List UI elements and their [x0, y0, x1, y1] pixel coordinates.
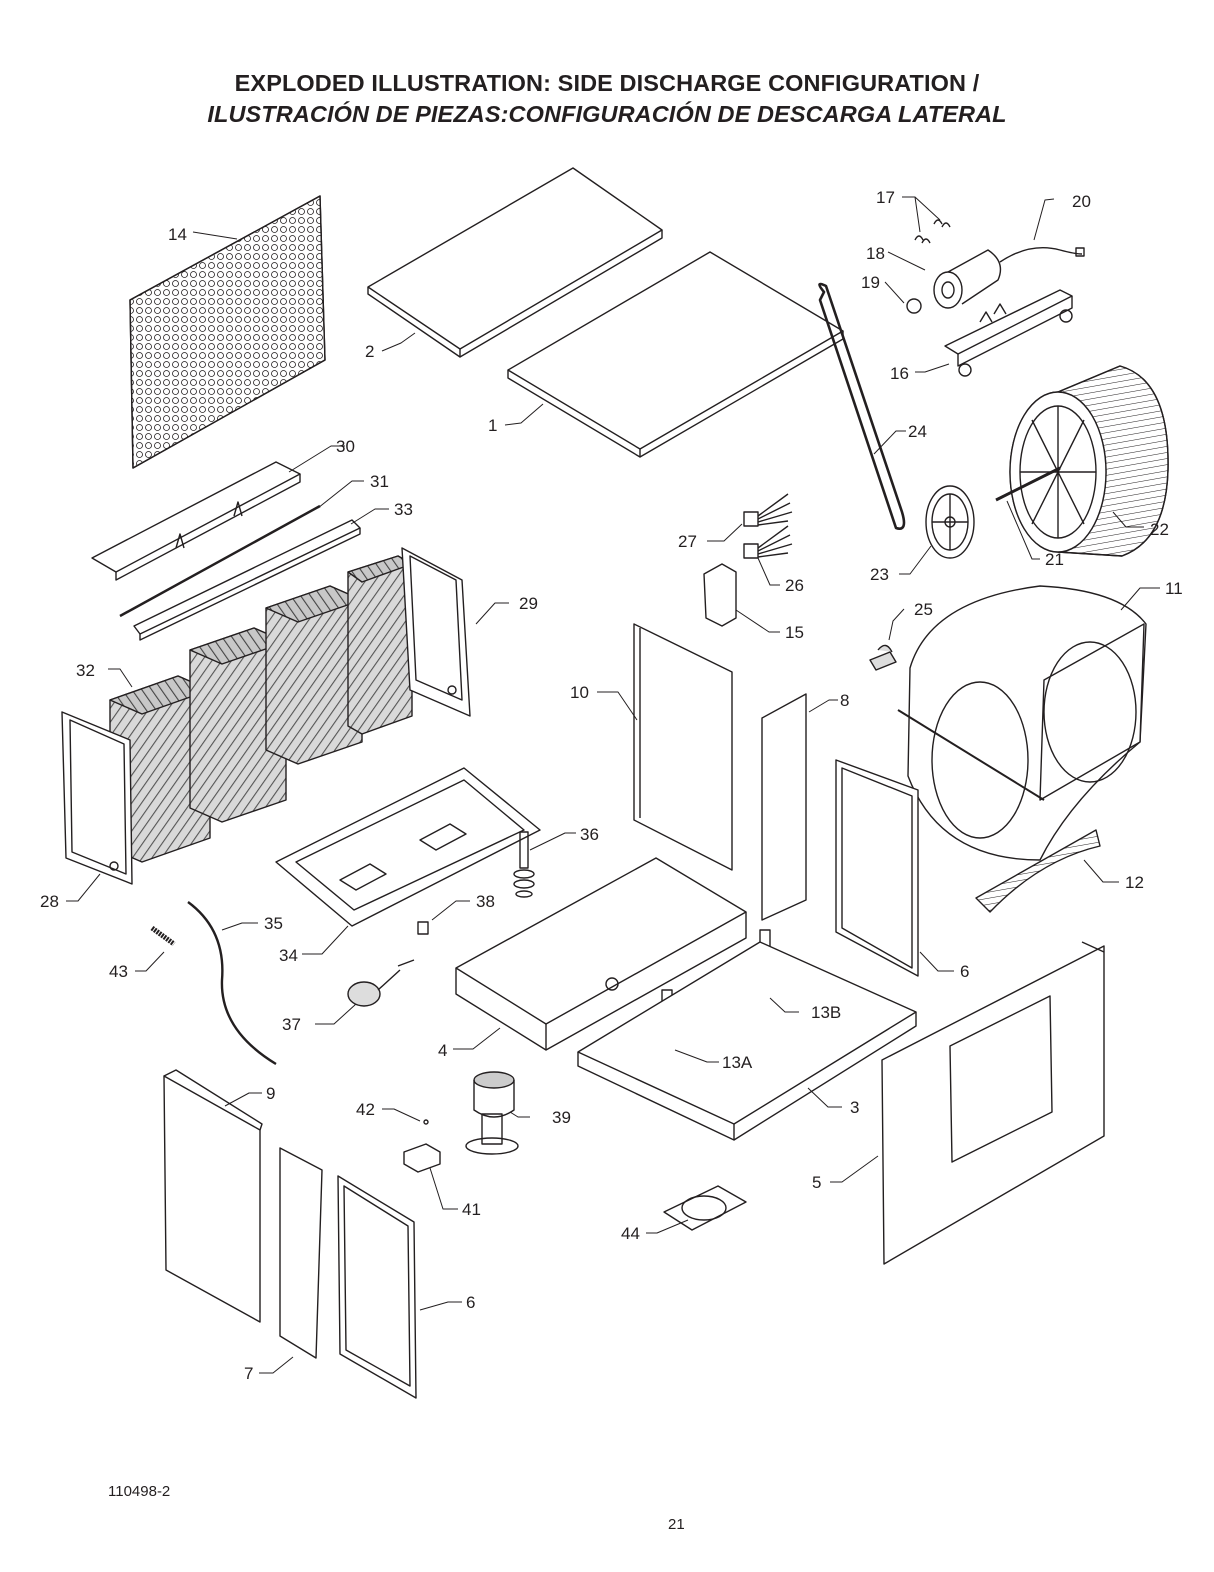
pad-frame-28	[61, 711, 133, 885]
callout-38: 38	[476, 892, 495, 911]
callout-29: 29	[519, 594, 538, 613]
callout-35: 35	[264, 914, 283, 933]
page-title: EXPLODED ILLUSTRATION: SIDE DISCHARGE CO…	[234, 70, 980, 96]
callout-18: 18	[866, 244, 885, 263]
callout-41: 41	[462, 1200, 481, 1219]
callout-labels: 14 2 1 17 20 18 19 16 24 22 21 23 27 26 …	[40, 188, 1183, 1383]
grommet-44	[663, 1185, 747, 1231]
divider-panel-8	[761, 693, 807, 921]
document-number: 110498-2	[108, 1483, 171, 1500]
side-panel-9	[163, 1069, 263, 1323]
callout-6-left: 6	[466, 1293, 475, 1312]
sump-tray-4	[455, 857, 747, 1051]
panel-6-left	[337, 1175, 417, 1399]
bracket-15	[703, 563, 737, 627]
motor-mount-rail	[944, 289, 1073, 377]
distribution-pipe	[119, 504, 321, 618]
divider-panel-7	[279, 1147, 323, 1359]
pad-frame-29	[401, 547, 471, 717]
callout-14: 14	[168, 225, 187, 244]
callout-33: 33	[394, 500, 413, 519]
distribution-cover	[133, 519, 361, 641]
float-switch-37	[347, 959, 415, 1007]
bearing-25	[869, 644, 897, 671]
callout-21-upper: 21	[1045, 550, 1064, 569]
screw-42	[423, 1119, 429, 1125]
drain-fitting-36	[513, 831, 535, 898]
strainer-43	[150, 925, 176, 947]
blower-wheel	[995, 365, 1169, 557]
callout-22: 22	[1150, 520, 1169, 539]
callout-1: 1	[488, 416, 497, 435]
callout-30: 30	[336, 437, 355, 456]
callout-27: 27	[678, 532, 697, 551]
blower-pulley	[925, 485, 975, 559]
callout-25: 25	[914, 600, 933, 619]
wire-connectors	[743, 493, 793, 559]
leader-lines	[66, 196, 1160, 1374]
reservoir-34	[275, 767, 541, 927]
callout-43: 43	[109, 962, 128, 981]
pump-bracket-41	[403, 1143, 441, 1173]
pump-39	[465, 1071, 519, 1155]
water-distribution-trough	[91, 461, 301, 581]
evaporative-pads	[109, 555, 413, 863]
callout-39: 39	[552, 1108, 571, 1127]
callout-42: 42	[356, 1100, 375, 1119]
page-number: 21	[668, 1516, 685, 1533]
callout-15: 15	[785, 623, 804, 642]
callout-23: 23	[870, 565, 889, 584]
callout-4: 4	[438, 1041, 447, 1060]
callout-6-right: 6	[960, 962, 969, 981]
callout-19: 19	[861, 273, 880, 292]
side-panel-10	[633, 623, 733, 871]
callout-12: 12	[1125, 873, 1144, 892]
callout-16: 16	[890, 364, 909, 383]
callout-17: 17	[876, 188, 895, 207]
callout-31: 31	[370, 472, 389, 491]
callout-28: 28	[40, 892, 59, 911]
callout-32: 32	[76, 661, 95, 680]
callout-3: 3	[850, 1098, 859, 1117]
water-tube-35	[187, 901, 277, 1066]
callout-9: 9	[266, 1084, 275, 1103]
callout-37: 37	[282, 1015, 301, 1034]
callout-5: 5	[812, 1173, 821, 1192]
blower-housing	[897, 585, 1147, 861]
clip-38	[417, 921, 429, 935]
callout-8: 8	[840, 691, 849, 710]
cutoff-plate-12	[975, 829, 1101, 913]
perforated-grille-panel	[129, 195, 326, 469]
callout-26: 26	[785, 576, 804, 595]
callout-10: 10	[570, 683, 589, 702]
callout-34: 34	[279, 946, 298, 965]
top-panel-2	[367, 167, 663, 358]
callout-13b: 13B	[811, 1003, 841, 1022]
drive-belt	[818, 282, 906, 530]
callout-7: 7	[244, 1364, 253, 1383]
callout-44: 44	[621, 1224, 640, 1243]
callout-24: 24	[908, 422, 927, 441]
motor-assembly	[906, 219, 1085, 314]
callout-13a: 13A	[722, 1053, 753, 1072]
callout-20: 20	[1072, 192, 1091, 211]
discharge-panel-5	[881, 941, 1105, 1265]
callout-2: 2	[365, 342, 374, 361]
callout-36: 36	[580, 825, 599, 844]
callout-11: 11	[1165, 579, 1183, 598]
page-subtitle: ILUSTRACIÓN DE PIEZAS:CONFIGURACIÓN DE D…	[207, 101, 1007, 127]
base-frame-3	[577, 941, 917, 1141]
panel-6-right	[835, 759, 919, 977]
